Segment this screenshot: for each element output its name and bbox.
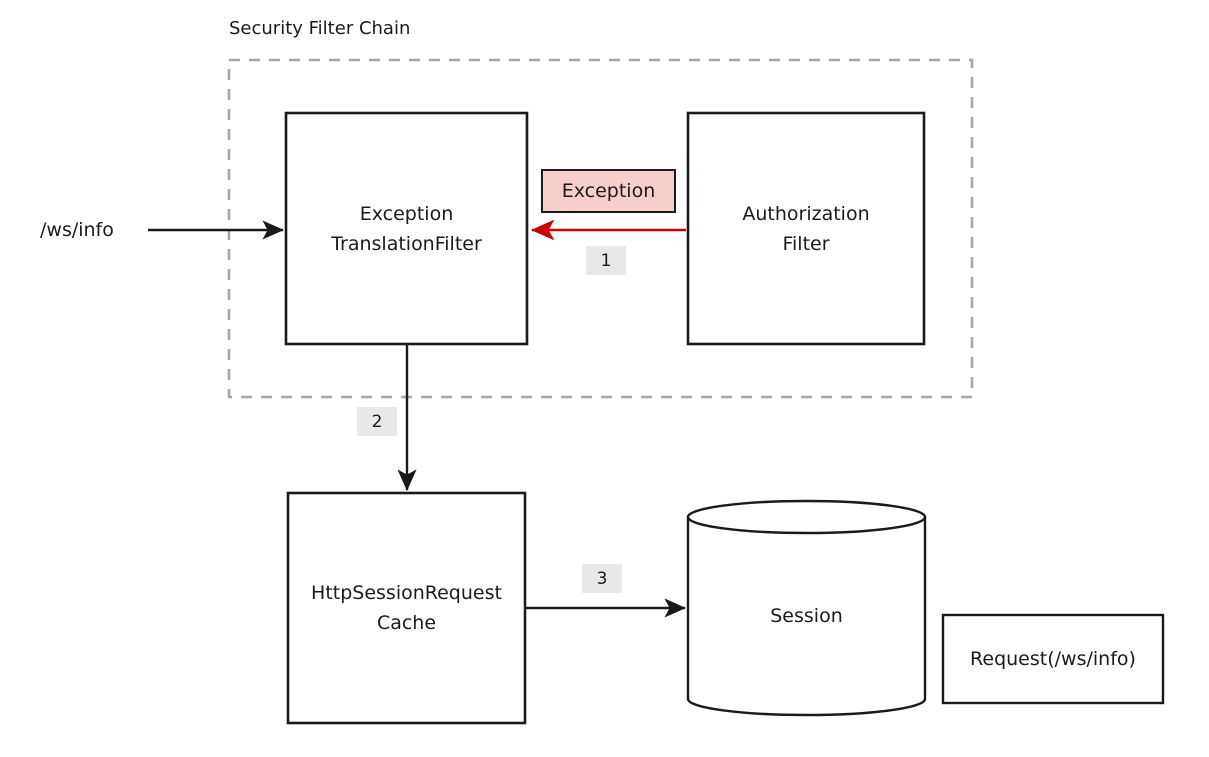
- edge-source-label-ws-info: /ws/info: [40, 219, 114, 241]
- edge-number-label-1: 1: [586, 246, 626, 275]
- node-http-session-request-cache[interactable]: [286, 491, 527, 725]
- edge-number-label-3: 3: [582, 564, 622, 593]
- edge-number-label-2: 2: [357, 407, 397, 436]
- node-session-cylinder[interactable]: [686, 499, 927, 717]
- group-title-security-filter-chain: Security Filter Chain: [229, 18, 411, 39]
- exception-badge: Exception: [541, 169, 676, 213]
- node-authorization-filter[interactable]: [686, 111, 926, 346]
- node-request-box[interactable]: [941, 613, 1165, 705]
- node-exception-translation-filter[interactable]: [284, 111, 529, 346]
